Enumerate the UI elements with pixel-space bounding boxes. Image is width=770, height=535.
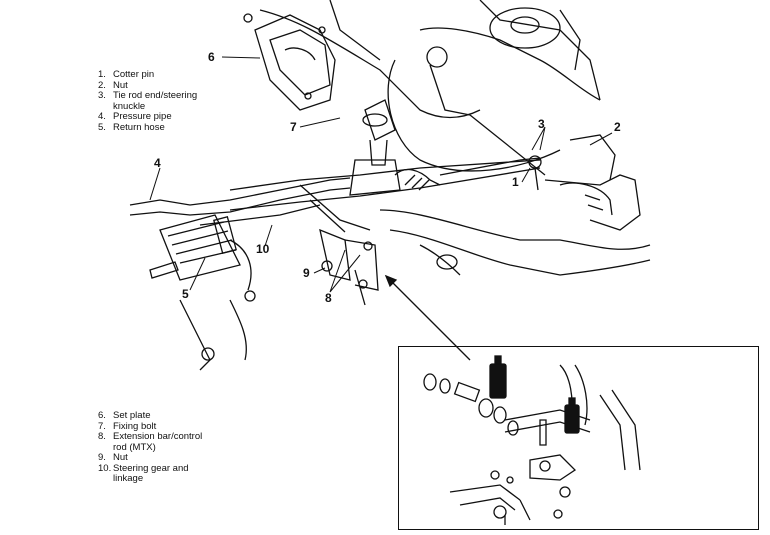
subframe	[179, 209, 651, 371]
body-structure	[259, 0, 601, 176]
legend-item: rod (MTX)	[113, 441, 156, 453]
extension-bar	[319, 228, 379, 306]
tie-rod-end	[439, 134, 641, 231]
legend-item: 5.Return hose	[98, 121, 165, 133]
legend-item: 2.Nut	[98, 79, 128, 91]
legend-item: 7.Fixing bolt	[98, 420, 157, 432]
parts-legend-top: 1.Cotter pin 2.Nut 3.Tie rod end/steerin…	[98, 69, 248, 133]
callout-4: 4	[154, 156, 161, 170]
callout-8: 8	[325, 291, 332, 305]
callout-5: 5	[182, 287, 189, 301]
callout-2: 2	[614, 120, 621, 134]
callout-6: 6	[208, 50, 215, 64]
legend-item: 4.Pressure pipe	[98, 111, 172, 122]
callout-7: 7	[290, 120, 297, 134]
callout-10: 10	[256, 242, 270, 256]
legend-item: linkage	[113, 473, 144, 484]
pinion-housing	[349, 99, 401, 196]
set-plate	[243, 13, 336, 111]
legend-item: knuckle	[113, 100, 146, 112]
legend-item: 8.Extension bar/control	[98, 431, 203, 442]
steering-rack	[149, 159, 541, 281]
legend-item: 6.Set plate	[98, 410, 151, 421]
callout-9: 9	[303, 266, 310, 280]
inset-drawing	[423, 355, 641, 525]
callout-3: 3	[538, 117, 545, 131]
legend-item: 1.Cotter pin	[98, 69, 155, 80]
pressure-pipe	[129, 177, 351, 302]
legend-item: 9.Nut	[98, 452, 128, 463]
leader-lines	[149, 56, 613, 293]
inset-detail-frame	[398, 346, 759, 530]
parts-legend-bottom: 6.Set plate 7.Fixing bolt 8.Extension ba…	[98, 410, 248, 485]
callout-1: 1	[512, 175, 519, 189]
legend-item: 3.Tie rod end/steering	[98, 90, 198, 101]
legend-item: 10.Steering gear and	[98, 462, 189, 474]
